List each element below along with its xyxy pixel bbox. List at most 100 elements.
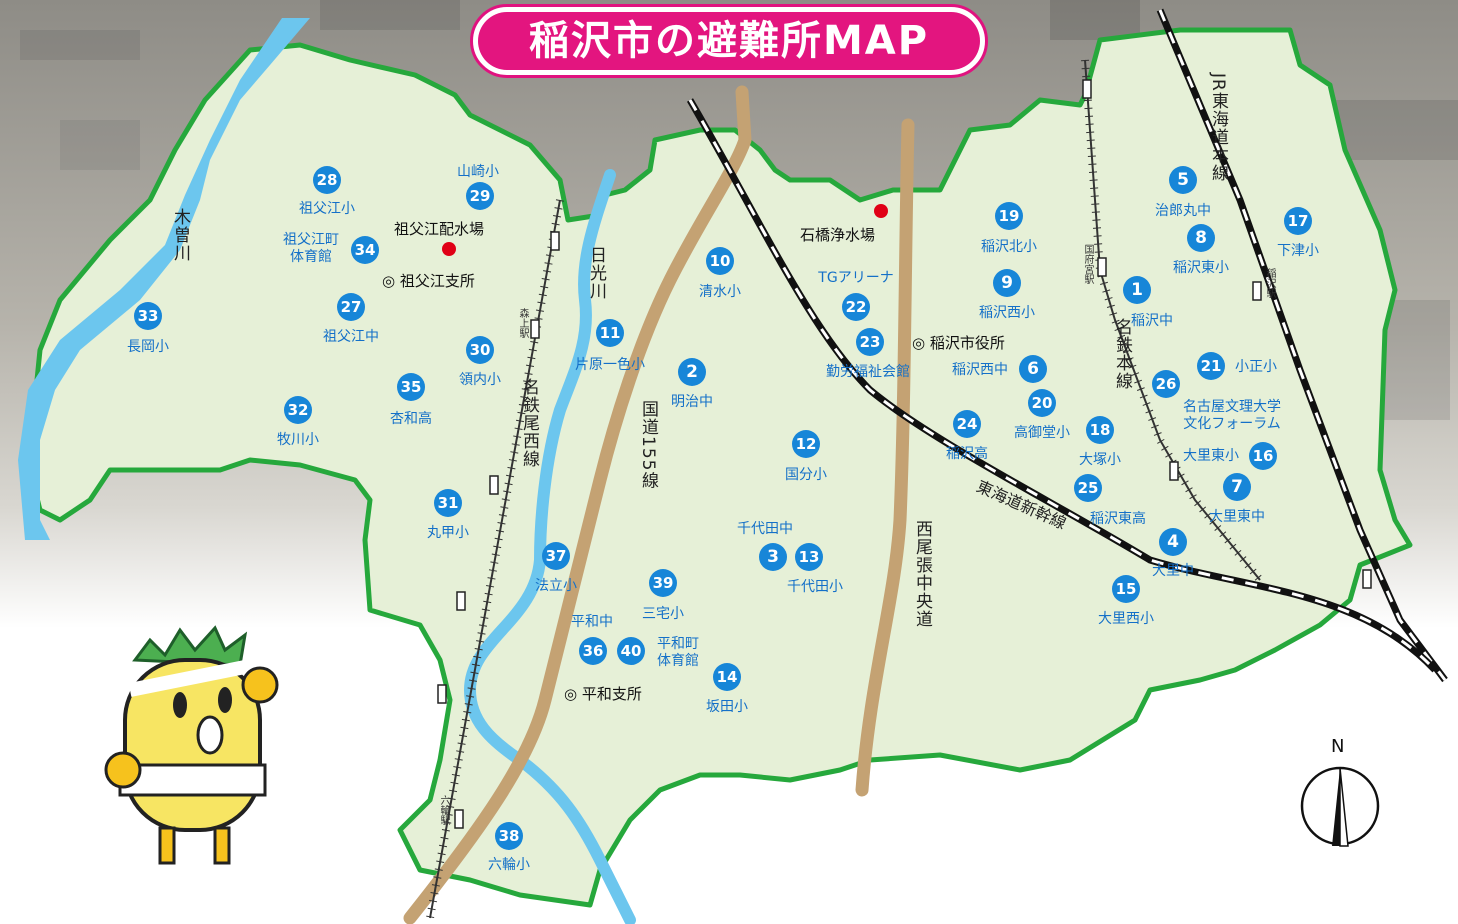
shelter-marker-11[interactable]: 11 [596,319,624,347]
shelter-marker-27[interactable]: 27 [337,293,365,321]
shelter-label-33: 長岡小 [127,339,169,355]
shelter-label-11: 片原一色小 [575,357,645,373]
shelter-marker-5[interactable]: 5 [1169,166,1197,194]
facility-dot-1 [874,204,888,218]
shelter-label-40: 平和町体育館 [657,636,699,669]
shelter-label-38: 六輪小 [488,857,530,873]
shelter-marker-10[interactable]: 10 [706,247,734,275]
mascot-character [104,625,279,865]
station-label-0: 森上駅 [517,308,528,338]
shelter-label-23: 勤労福祉会館 [826,364,910,380]
facility-label-3: ◎ 稲沢市役所 [912,334,1005,352]
shelter-label-20: 高御堂小 [1014,425,1070,441]
shelter-marker-2[interactable]: 2 [678,358,706,386]
shelter-label-7: 大里東中 [1209,509,1265,525]
shelter-marker-16[interactable]: 16 [1249,442,1277,470]
shelter-marker-17[interactable]: 17 [1284,207,1312,235]
facility-label-0: 祖父江配水場 [394,220,485,238]
shelter-label-1: 稲沢中 [1131,313,1173,329]
shelter-marker-29[interactable]: 29 [466,182,494,210]
jr-tokaido-line [1156,8,1448,683]
facility-dot-0 [442,242,456,256]
station-label-2: 稲沢駅 [1264,268,1275,298]
shelter-marker-36[interactable]: 36 [579,637,607,665]
vertical-label-1: 日光川 [586,246,606,300]
north-compass [1300,766,1380,847]
shelter-marker-6[interactable]: 6 [1019,355,1047,383]
shelter-label-19: 稲沢北小 [981,239,1037,255]
nishi-owari-road [855,118,915,797]
vertical-label-4: 西尾張中央道 [912,520,932,628]
shelter-marker-3[interactable]: 3 [759,543,787,571]
shelter-marker-13[interactable]: 13 [795,543,823,571]
shelter-marker-4[interactable]: 4 [1159,528,1187,556]
shelter-marker-39[interactable]: 39 [649,569,677,597]
vertical-label-6: JR東海道本線 [1208,73,1228,182]
map-title-box: 稲沢市の避難所MAP [470,4,988,78]
vertical-label-5: 名鉄本線 [1112,318,1132,390]
shelter-marker-24[interactable]: 24 [953,410,981,438]
shelter-marker-32[interactable]: 32 [284,396,312,424]
shelter-label-18: 大塚小 [1079,452,1121,468]
shelter-marker-23[interactable]: 23 [856,328,884,356]
shelter-label-6: 稲沢西中 [952,362,1008,378]
station-markers [437,79,1372,829]
shelter-marker-26[interactable]: 26 [1152,370,1180,398]
shelter-label-34: 祖父江町体育館 [283,232,339,265]
vertical-label-3: 名鉄尾西線 [519,378,539,468]
shelter-marker-8[interactable]: 8 [1187,224,1215,252]
shelter-label-4: 大里中 [1152,563,1194,579]
shelter-marker-12[interactable]: 12 [792,430,820,458]
shelter-marker-35[interactable]: 35 [397,373,425,401]
shelter-label-32: 牧川小 [277,432,319,448]
shelter-marker-22[interactable]: 22 [842,293,870,321]
shelter-marker-33[interactable]: 33 [134,302,162,330]
station-label-3: 六輪駅 [438,795,449,825]
shelter-marker-7[interactable]: 7 [1223,473,1251,501]
shelter-label-25: 稲沢東高 [1090,511,1146,527]
shelter-label-30: 領内小 [459,372,501,388]
shelter-label-17: 下津小 [1277,243,1319,259]
shelter-marker-9[interactable]: 9 [993,269,1021,297]
shelter-marker-14[interactable]: 14 [713,663,741,691]
shelter-marker-20[interactable]: 20 [1028,389,1056,417]
vertical-label-0: 木曽川 [170,208,190,262]
facility-label-1: 石橋浄水場 [800,226,876,244]
facility-label-4: ◎ 平和支所 [564,685,642,703]
shelter-marker-21[interactable]: 21 [1197,352,1225,380]
shelter-label-36: 平和中 [571,614,613,630]
shelter-label-28: 祖父江小 [299,201,355,217]
shelter-label-15: 大里西小 [1098,611,1154,627]
facility-label-2: ◎ 祖父江支所 [382,272,475,290]
station-label-1: 国府宮駅 [1082,244,1093,284]
shelter-label-27: 祖父江中 [323,329,379,345]
shelter-marker-31[interactable]: 31 [434,489,462,517]
route-155 [403,85,752,924]
shelter-marker-37[interactable]: 37 [542,542,570,570]
shelter-label-16: 大里東小 [1183,448,1239,464]
shelter-marker-1[interactable]: 1 [1123,276,1151,304]
shelter-label-2: 明治中 [671,394,713,410]
shelter-marker-18[interactable]: 18 [1086,416,1114,444]
shelter-label-13: 千代田小 [787,579,843,595]
shelter-label-29: 山崎小 [457,164,499,180]
shelter-marker-38[interactable]: 38 [495,822,523,850]
shelter-marker-40[interactable]: 40 [617,637,645,665]
shelter-marker-15[interactable]: 15 [1112,575,1140,603]
shelter-label-31: 丸甲小 [427,525,469,541]
shelter-marker-19[interactable]: 19 [995,202,1023,230]
shelter-marker-28[interactable]: 28 [313,166,341,194]
shelter-label-22: TGアリーナ [818,270,894,286]
shelter-label-37: 法立小 [535,578,577,594]
shelter-marker-34[interactable]: 34 [351,236,379,264]
meitetsu-main-line [1081,59,1264,583]
shelter-label-24: 稲沢高 [946,446,988,462]
shelter-label-8: 稲沢東小 [1173,260,1229,276]
shelter-label-26: 名古屋文理大学文化フォーラム [1183,399,1281,432]
shelter-marker-25[interactable]: 25 [1074,474,1102,502]
shelter-marker-30[interactable]: 30 [466,336,494,364]
shelter-label-14: 坂田小 [706,699,748,715]
shelter-label-39: 三宅小 [642,606,684,622]
shelter-label-35: 杏和高 [390,411,432,427]
